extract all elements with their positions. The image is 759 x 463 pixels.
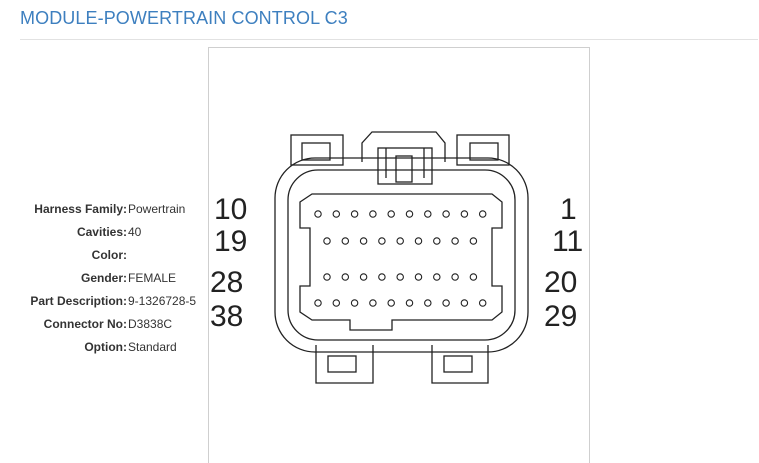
top-latch [361,131,446,162]
pin-cavity-row-3 [341,273,350,281]
pin-cavity-row-2 [396,237,404,245]
detail-label: Gender: [80,270,127,285]
latch-tab [395,155,413,183]
bottom-right-ear [431,345,489,384]
pin-cavity-row-1 [405,210,414,218]
pin-cavity-row-2 [323,237,331,245]
row-1-left-label: 10 [214,193,247,226]
pin-cavity-row-4 [314,299,322,307]
pin-cavity-row-4 [478,299,487,307]
connector-body [274,157,529,353]
pin-cavity [299,193,503,331]
bottom-left-ear [315,345,374,384]
pin-cavity-row-1 [332,210,341,218]
pin-cavity-row-3 [414,273,423,281]
detail-label: Cavities: [76,224,127,239]
pin-cavity-row-1 [478,210,487,218]
pin-cavity-row-3 [451,273,459,281]
pin-cavity-row-4 [350,299,359,307]
top-left-ear [290,134,344,166]
detail-label: Part Description: [30,293,127,308]
pin-cavity-row-4 [442,299,450,307]
row-2-left-label: 19 [214,225,247,258]
pin-cavity-row-2 [469,237,478,245]
detail-label: Color: [91,247,127,262]
row-3-right-label: 20 [544,266,577,299]
pin-cavity-row-3 [359,273,368,281]
pin-cavity-row-3 [378,273,386,281]
pin-cavity-row-2 [451,237,459,245]
pin-cavity-row-2 [341,237,350,245]
pin-cavity-row-1 [314,210,322,218]
detail-value: FEMALE [128,270,177,285]
pin-cavity-row-3 [469,273,478,281]
pin-cavity-row-2 [433,237,441,245]
pin-cavity-row-4 [424,299,432,307]
pin-cavity-row-4 [405,299,414,307]
detail-harness-family: Harness Family: Powertrain [10,197,210,220]
detail-value: Standard [128,339,177,354]
pin-cavity-row-1 [460,210,469,218]
detail-gender: Gender: FEMALE [10,266,210,289]
row-4-right-label: 29 [544,300,577,333]
detail-color: Color: [10,243,210,266]
detail-value: 40 [128,224,142,239]
pin-cavity-row-1 [350,210,359,218]
pin-cavity-row-4 [369,299,377,307]
diagram-frame [208,47,590,463]
connector-details: Harness Family: Powertrain Cavities: 40 … [10,197,210,358]
detail-label: Connector No: [43,316,127,331]
pin-cavity-row-4 [387,299,395,307]
pin-cavity-row-1 [387,210,395,218]
pin-cavity-row-1 [424,210,432,218]
pin-cavity-row-3 [433,273,441,281]
row-3-left-label: 28 [210,266,243,299]
detail-label: Option: [84,339,127,354]
latch-inner [377,147,433,185]
pin-cavity-row-1 [442,210,450,218]
row-1-right-label: 1 [560,193,577,226]
detail-value: Powertrain [128,201,186,216]
row-2-right-label: 11 [552,225,583,258]
pin-cavity-row-4 [332,299,341,307]
page-title: MODULE-POWERTRAIN CONTROL C3 [20,8,348,28]
detail-part-description: Part Description: 9-1326728-5 [10,289,210,312]
pin-cavity-row-2 [359,237,368,245]
row-4-left-label: 38 [210,300,243,333]
pin-cavity-row-4 [460,299,469,307]
pin-cavity-row-3 [323,273,331,281]
pin-cavity-row-3 [396,273,404,281]
top-right-ear [456,134,510,166]
detail-value: D3838C [128,316,173,331]
detail-cavities: Cavities: 40 [10,220,210,243]
detail-value: 9-1326728-5 [128,293,197,308]
pin-cavity-row-2 [414,237,423,245]
detail-label: Harness Family: [34,201,127,216]
pin-cavity-row-2 [378,237,386,245]
pin-cavity-row-1 [369,210,377,218]
detail-connector-no: Connector No: D3838C [10,312,210,335]
detail-option: Option: Standard [10,335,210,358]
title-divider [20,39,758,40]
